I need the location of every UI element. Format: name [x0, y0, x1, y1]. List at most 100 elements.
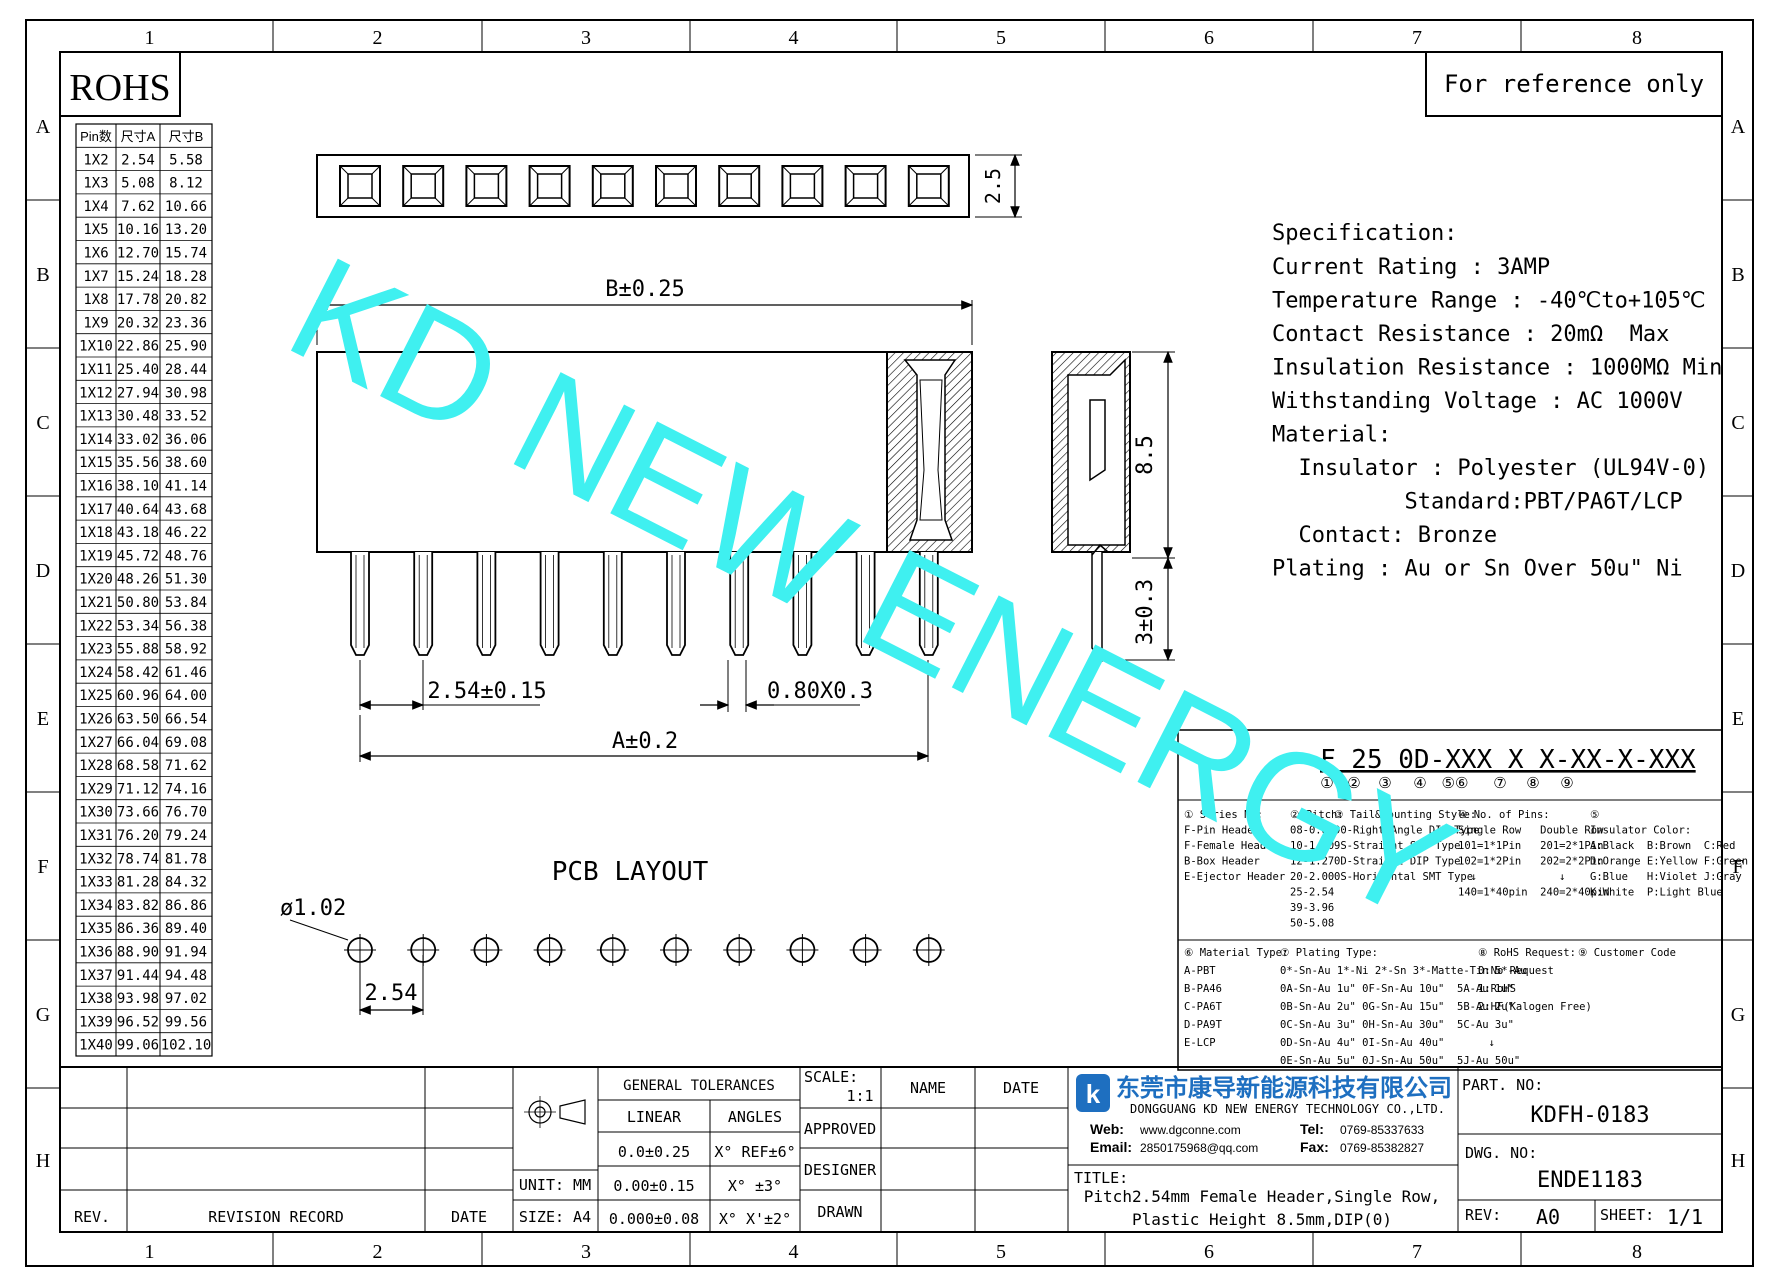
pin-table-cell: 69.08: [165, 735, 207, 751]
pin-table-cell: 1X7: [83, 269, 108, 285]
spec-line: Plating : Au or Sn Over 50u" Ni: [1272, 557, 1683, 582]
pin-table-cell: 71.12: [117, 781, 159, 797]
pin-table-cell: 94.48: [165, 968, 207, 984]
row-label-right: H: [1731, 1150, 1745, 1172]
pin-table-cell: 12.70: [117, 246, 159, 262]
part-code-legend-line: 0B-Sn-Au 2u" 0G-Sn-Au 15u" 5B-Au 2u": [1280, 1001, 1514, 1013]
front-pin: [539, 552, 560, 656]
pin-table-cell: 60.96: [117, 688, 159, 704]
dim-pcb-pitch: 2.54: [365, 981, 418, 1006]
top-contact-square: [718, 165, 761, 207]
pin-table-cell: 13.20: [165, 222, 207, 238]
col-label-top: 3: [581, 27, 591, 49]
col-label-top: 4: [789, 27, 799, 49]
pin-table-cell: 33.52: [165, 409, 207, 425]
row-label-left: E: [37, 708, 49, 730]
pin-table-cell: 41.14: [165, 479, 207, 495]
row-label-right: G: [1731, 1004, 1745, 1026]
part-code-legend-line: E-Ejector Header: [1184, 871, 1285, 883]
pin-table-cell: 40.64: [117, 502, 159, 518]
pin-table-cell: 1X28: [79, 758, 113, 774]
pin-table-cell: 88.90: [117, 945, 159, 961]
front-pin: [918, 552, 939, 656]
pin-table-cell: 86.36: [117, 921, 159, 937]
top-view: 2.5: [316, 153, 1022, 219]
pin-table-cell: 1X19: [79, 548, 113, 564]
col-label-top: 5: [996, 27, 1006, 49]
col-label-bottom: 8: [1632, 1241, 1642, 1263]
pin-table-cell: 1X10: [79, 339, 113, 355]
email-label: Email:: [1090, 1139, 1132, 1155]
pin-table-cell: 1X13: [79, 409, 113, 425]
pin-table-cell: 1X23: [79, 642, 113, 658]
pin-table-cell: 97.02: [165, 991, 207, 1007]
date-col2-header: DATE: [1003, 1079, 1039, 1097]
part-code-legend-line: 0D-Sn-Au 4u" 0I-Sn-Au 40u" ↓: [1280, 1037, 1495, 1049]
fax-value: 0769-85382827: [1340, 1141, 1424, 1155]
pin-table-cell: 1X34: [79, 898, 113, 914]
col-label-bottom: 1: [145, 1241, 155, 1263]
pin-table-cell: 1X26: [79, 712, 113, 728]
pin-table-cell: 25.90: [165, 339, 207, 355]
pin-table-cell: 22.86: [117, 339, 159, 355]
pin-table-cell: 53.34: [117, 618, 159, 634]
col-label-bottom: 7: [1412, 1241, 1422, 1263]
pin-table-cell: 79.24: [165, 828, 207, 844]
row-label-right: E: [1732, 708, 1744, 730]
pin-table-cell: 1X6: [83, 246, 108, 262]
part-code-legend-line: K:White P:Light Blue: [1590, 887, 1723, 899]
row-label-right: B: [1731, 264, 1744, 286]
pin-table-cell: 1X15: [79, 455, 113, 471]
pin-table-cell: 1X27: [79, 735, 113, 751]
pcb-layout: PCB LAYOUT ø1.02 2.54: [280, 857, 945, 1015]
pin-table-cell: 84.32: [165, 875, 207, 891]
pin-table-cell: 8.12: [169, 176, 203, 192]
rohs-label: ROHS: [69, 67, 170, 109]
part-code-legend-line: Single Row Double Row: [1458, 825, 1604, 837]
pcb-layout-label: PCB LAYOUT: [552, 857, 709, 887]
pin-table-cell: 1X29: [79, 781, 113, 797]
part-code-marker: ⑤⑥: [1442, 775, 1469, 792]
pin-table-cell: 5.08: [121, 176, 155, 192]
part-code-marker: ①: [1320, 775, 1333, 792]
part-code-legend-line: ③ Tail&Mounting Style:: [1334, 809, 1476, 821]
pin-table-cell: 27.94: [117, 385, 159, 401]
pin-table-cell: 48.26: [117, 572, 159, 588]
pin-table-cell: 91.44: [117, 968, 159, 984]
pin-table-cell: 15.24: [117, 269, 159, 285]
top-contact-square: [402, 165, 445, 207]
col-label-top: 8: [1632, 27, 1642, 49]
pin-table-cell: 33.02: [117, 432, 159, 448]
outer-border: [25, 19, 1754, 1267]
dim-pitch: 2.54±0.15: [427, 679, 546, 704]
pin-table-cell: 1X35: [79, 921, 113, 937]
pin-table-cell: 28.44: [165, 362, 207, 378]
pin-table-cell: 86.86: [165, 898, 207, 914]
row-label-right: A: [1731, 116, 1746, 138]
pin-table-cell: 30.48: [117, 409, 159, 425]
size-label: SIZE: A4: [519, 1208, 591, 1226]
pin-table-cell: 23.36: [165, 315, 207, 331]
pin-table-cell: 10.16: [117, 222, 159, 238]
linear-label: LINEAR: [627, 1108, 682, 1126]
part-code-legend-line: ④ No. of Pins:: [1458, 809, 1550, 821]
pin-table-cell: 10.66: [165, 199, 207, 215]
part-code-legend-line: B-Box Header: [1184, 856, 1260, 868]
pin-table-cell: 1X38: [79, 991, 113, 1007]
col-label-top: 7: [1412, 27, 1422, 49]
part-code-legend-line: A:Black B:Brown C:Red: [1590, 840, 1735, 852]
date-col-header: DATE: [451, 1208, 487, 1226]
dim-height-body: 8.5: [1133, 435, 1158, 475]
pin-table-cell: 1X17: [79, 502, 113, 518]
row-label-left: C: [36, 412, 49, 434]
dim-tail: 3±0.3: [1133, 579, 1158, 645]
part-code-marker: ④: [1413, 775, 1426, 792]
top-contact-square: [844, 165, 887, 207]
part-code-legend-line: ① Series No:: [1184, 809, 1263, 821]
pin-table-cell: 68.58: [117, 758, 159, 774]
top-contact-square: [339, 165, 381, 207]
part-code-marker: ⑦: [1493, 775, 1506, 792]
drawn-label: DRAWN: [817, 1203, 862, 1221]
